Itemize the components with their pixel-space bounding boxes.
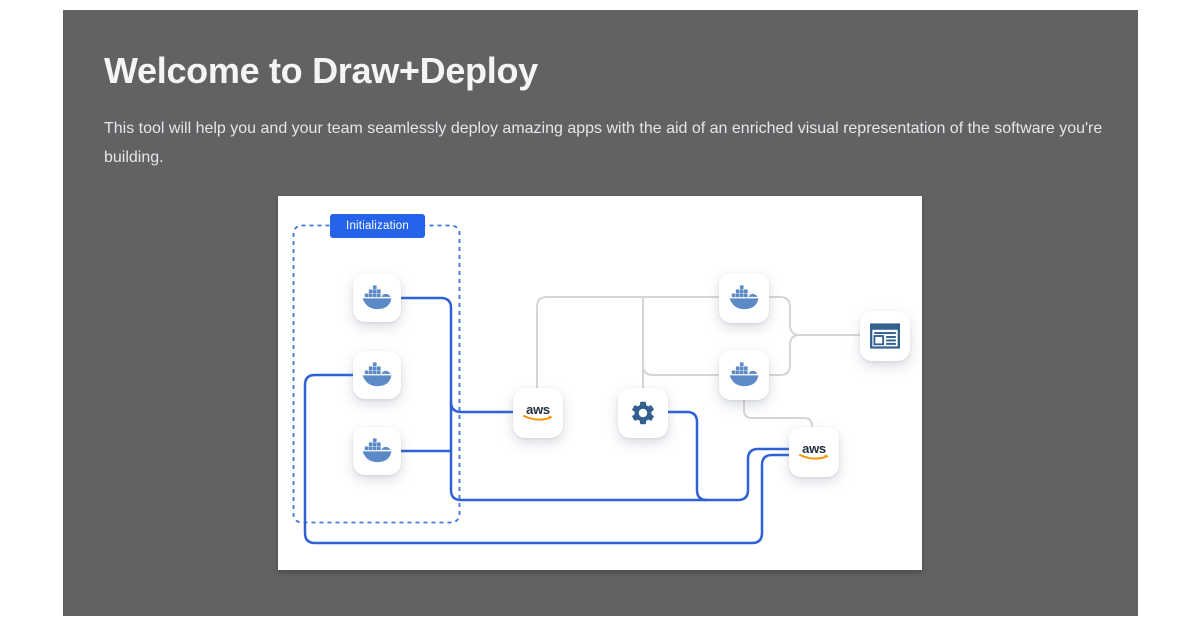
gear-icon — [629, 399, 657, 427]
docker-node-3 — [353, 427, 401, 475]
docker-icon — [729, 362, 759, 388]
aws-logo-text: aws — [526, 402, 550, 417]
gray-connectors — [536, 296, 860, 427]
connector-aws1-dockerR1 — [536, 296, 719, 388]
docker-node-5 — [719, 350, 769, 400]
page-description: This tool will help you and your team se… — [104, 120, 1103, 166]
gear-node — [618, 388, 668, 438]
aws-swoosh — [523, 415, 552, 421]
aws-logo-text: aws — [802, 441, 826, 456]
page-title: Welcome to Draw+Deploy — [104, 50, 538, 91]
docker-icon — [362, 285, 392, 311]
aws-swoosh-arrow — [824, 454, 829, 459]
docker-icon — [362, 438, 392, 464]
docker-icon — [362, 362, 392, 388]
aws-icon: aws — [523, 402, 553, 421]
aws-node-2: aws — [789, 427, 839, 477]
docker-icon — [729, 285, 759, 311]
connector-gear-trunk — [668, 410, 708, 502]
connector-dockerR2-browser — [769, 334, 801, 376]
docker-node-2 — [353, 351, 401, 399]
aws-node-1: aws — [513, 388, 563, 438]
blue-connectors — [303, 296, 789, 545]
connector-gear-dockerR2 — [642, 364, 719, 376]
aws-icon: aws — [799, 441, 829, 460]
connector-docker2-aws2 — [303, 373, 789, 545]
diagram-connectors — [292, 224, 860, 545]
connector-trunk-aws1 — [449, 401, 513, 414]
connector-docker1-trunk-aws2 — [401, 296, 789, 502]
welcome-surface: Welcome to Draw+Deploy This tool will he… — [63, 10, 1138, 616]
browser-node — [860, 311, 910, 361]
connector-dockerR1-browser — [769, 296, 860, 336]
initialization-group-label: Initialization — [330, 214, 425, 238]
connector-dockerR2-aws2 — [743, 399, 813, 427]
aws-swoosh — [799, 454, 828, 460]
browser-window-icon — [870, 323, 900, 349]
deployment-diagram: Initialization aws — [278, 196, 922, 570]
docker-node-1 — [353, 274, 401, 322]
docker-node-4 — [719, 273, 769, 323]
aws-swoosh-arrow — [548, 415, 553, 420]
